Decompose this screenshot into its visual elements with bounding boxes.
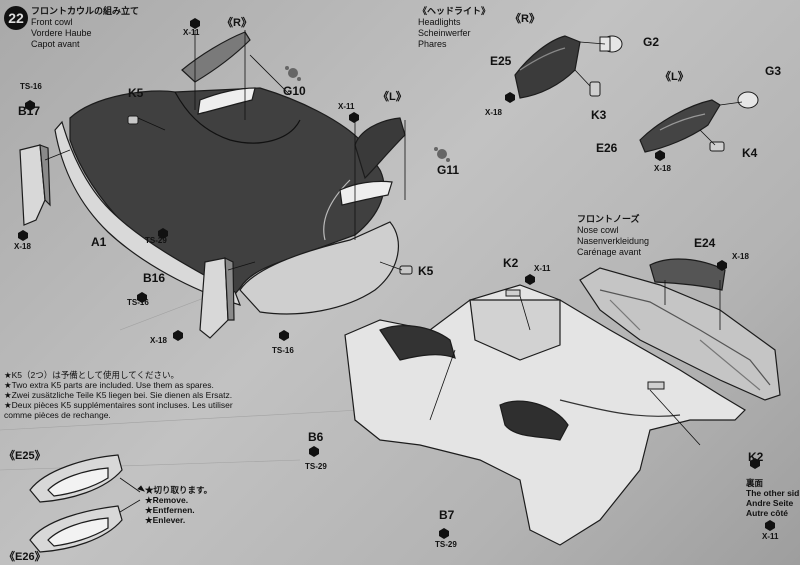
other-side-de: Andre Seite [746, 498, 794, 508]
nose-title-en: Nose cowl [577, 225, 619, 235]
spare-note-fr2: comme pièces de rechange. [4, 410, 111, 420]
label-ts29-b: TS-29 [305, 462, 327, 471]
headlight-right-tag: 《R》 [510, 13, 540, 25]
spare-note-fr1: ★Deux pièces K5 supplémentaires sont inc… [4, 400, 233, 410]
other-side-note: 裏面 The other sid Andre Seite Autre côté [746, 478, 799, 518]
lens-g3 [737, 91, 759, 109]
label-e25: E25 [490, 54, 512, 68]
headlights-title-en: Headlights [418, 17, 461, 27]
spare-note-jp: ★K5（2つ）は予備として使用してください。 [4, 370, 179, 380]
label-b7: B7 [439, 508, 455, 522]
bracket-b16 [199, 257, 235, 339]
label-k4: K4 [742, 146, 758, 160]
label-k5-top: K5 [128, 86, 144, 100]
headlights-title-fr: Phares [418, 39, 447, 49]
label-x18-c: X-18 [485, 108, 502, 117]
cut-tag-e26: 《E26》 [4, 551, 46, 563]
label-g10: G10 [283, 84, 306, 98]
label-b16: B16 [143, 271, 166, 285]
paint-splat-icons [285, 66, 450, 162]
label-ts16-b: TS-16 [127, 298, 149, 307]
headlight-e25-right [514, 35, 581, 99]
step-title-fr: Capot avant [31, 39, 80, 49]
label-g2: G2 [643, 35, 660, 49]
label-k2-top: K2 [503, 256, 519, 270]
label-x18-a: X-18 [14, 242, 31, 251]
nose-title-de: Nasenverkleidung [577, 236, 650, 246]
k2-tabs [505, 289, 665, 390]
nose-vent-b6 [379, 325, 456, 361]
cut-arrows [119, 477, 145, 513]
label-ts29-a: TS-29 [145, 236, 167, 245]
label-x18-d: X-18 [654, 164, 671, 173]
other-side-fr: Autre côté [746, 508, 789, 518]
screw-markers [18, 18, 775, 539]
headlights-title-jp: 《ヘッドライト》 [418, 6, 491, 16]
cut-diagram-e25 [29, 454, 123, 503]
label-x18-b: X-18 [150, 336, 167, 345]
spare-note-en: ★Two extra K5 parts are included. Use th… [4, 380, 214, 390]
label-x11-c: X-11 [534, 264, 551, 273]
bulb-k4 [709, 141, 725, 152]
nose-title: フロントノーズ Nose cowl Nasenverkleidung Carén… [577, 214, 649, 258]
label-b6: B6 [308, 430, 324, 444]
label-x18-e: X-18 [732, 252, 749, 261]
headlight-left-tag: 《L》 [660, 71, 689, 83]
k5-pins [127, 115, 413, 275]
label-x11-b: X-11 [338, 102, 355, 111]
nose-title-jp: フロントノーズ [577, 214, 640, 224]
step-number-badge: 22 [4, 6, 28, 30]
nose-splitter [579, 267, 781, 401]
nose-vent-b7 [499, 400, 569, 441]
nose-title-fr: Carénage avant [577, 247, 642, 257]
label-x11-a: X-11 [183, 28, 200, 37]
headlights-title: 《ヘッドライト》 Headlights Scheinwerfer Phares [418, 6, 490, 50]
label-e26: E26 [596, 141, 618, 155]
label-ts29-c: TS-29 [435, 540, 457, 549]
spare-note-de: ★Zwei zusätzliche Teile K5 liegen bei. S… [4, 390, 233, 400]
headlight-e26-left [639, 99, 721, 153]
label-ts16-a: TS-16 [20, 82, 42, 91]
cowl-left-tag: 《L》 [378, 91, 407, 103]
label-k5-bottom: K5 [418, 264, 434, 278]
cowl-headlight-left [339, 117, 406, 206]
step-title-de: Vordere Haube [31, 28, 92, 38]
cut-note-jp: ★切り取ります。 [145, 485, 213, 495]
label-k2-bottom: K2 [748, 450, 764, 464]
label-a1: A1 [91, 235, 107, 249]
assembly-guides [44, 30, 743, 446]
cut-tag-e25: 《E25》 [4, 450, 46, 462]
step-title-jp: フロントカウルの組み立て [31, 6, 140, 16]
spare-parts-note: ★K5（2つ）は予備として使用してください。 ★Two extra K5 par… [4, 370, 233, 420]
cut-note-de: ★Entfernen. [145, 505, 195, 515]
other-side-jp: 裏面 [746, 478, 764, 488]
grille-e24 [649, 258, 726, 291]
step-title: フロントカウルの組み立て Front cowl Vordere Haube Ca… [31, 6, 139, 50]
cut-note-en: ★Remove. [145, 495, 189, 505]
cut-diagram-e26 [29, 505, 123, 553]
bulb-k3 [589, 81, 601, 97]
headlights-title-de: Scheinwerfer [418, 28, 471, 38]
label-g3: G3 [765, 64, 782, 78]
bracket-b17 [19, 144, 51, 226]
other-side-en: The other sid [746, 488, 800, 498]
cowl-headlight-right [181, 31, 256, 115]
cowl-right-tag: 《R》 [222, 17, 252, 29]
cut-note: ★切り取ります。 ★Remove. ★Entfernen. ★Enlever. [145, 485, 212, 525]
label-g11: G11 [437, 163, 460, 177]
step-title-en: Front cowl [31, 17, 73, 27]
label-b17: B17 [18, 104, 41, 118]
label-ts16-c: TS-16 [272, 346, 294, 355]
label-k3: K3 [591, 108, 607, 122]
label-e24: E24 [694, 236, 716, 250]
label-x11-d: X-11 [762, 532, 779, 541]
cut-note-fr: ★Enlever. [145, 515, 186, 525]
